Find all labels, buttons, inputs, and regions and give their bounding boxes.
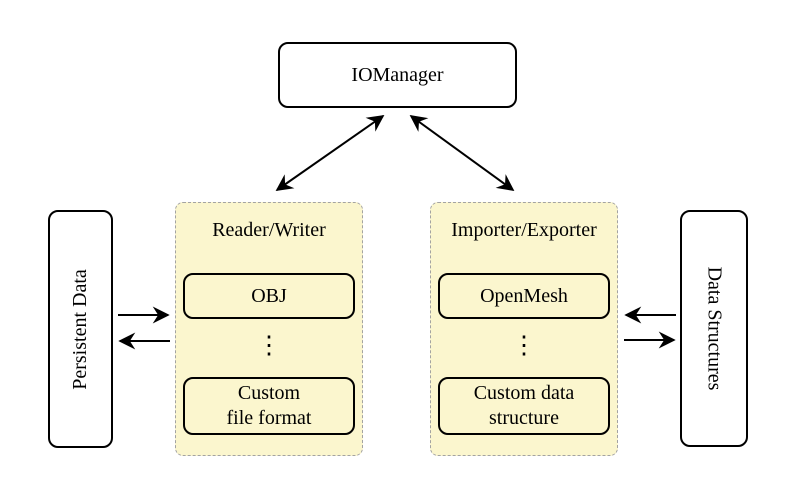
openmesh-node: OpenMesh bbox=[438, 273, 610, 319]
arrow-iomanager-readerwriter bbox=[275, 115, 385, 191]
custom-file-format-line2: file format bbox=[226, 407, 312, 429]
persistent-data-label: Persistent Data bbox=[69, 268, 91, 390]
importer-exporter-ellipsis: ⋮ bbox=[511, 332, 537, 359]
data-structures-node: Data Structures bbox=[680, 210, 748, 447]
importer-exporter-title: Importer/Exporter bbox=[451, 219, 597, 241]
reader-writer-container: Reader/Writer OBJ ⋮ Custom file format bbox=[175, 202, 363, 456]
reader-writer-title: Reader/Writer bbox=[212, 219, 326, 241]
importer-exporter-container: Importer/Exporter OpenMesh ⋮ Custom data… bbox=[430, 202, 618, 456]
data-structures-label: Data Structures bbox=[703, 266, 726, 391]
iomanager-label: IOManager bbox=[351, 63, 444, 86]
iomanager-node: IOManager bbox=[278, 42, 517, 108]
openmesh-label: OpenMesh bbox=[480, 284, 568, 307]
obj-node: OBJ bbox=[183, 273, 355, 319]
custom-file-format-line1: Custom bbox=[237, 382, 301, 404]
persistent-data-node: Persistent Data bbox=[48, 210, 113, 448]
custom-data-structure-line1: Custom data bbox=[473, 382, 575, 404]
reader-writer-ellipsis: ⋮ bbox=[256, 332, 282, 359]
obj-label: OBJ bbox=[251, 284, 287, 307]
arrow-iomanager-importerexporter bbox=[409, 115, 515, 191]
custom-data-structure-node: Custom data structure bbox=[438, 377, 610, 435]
custom-file-format-node: Custom file format bbox=[183, 377, 355, 435]
custom-data-structure-line2: structure bbox=[489, 407, 559, 429]
